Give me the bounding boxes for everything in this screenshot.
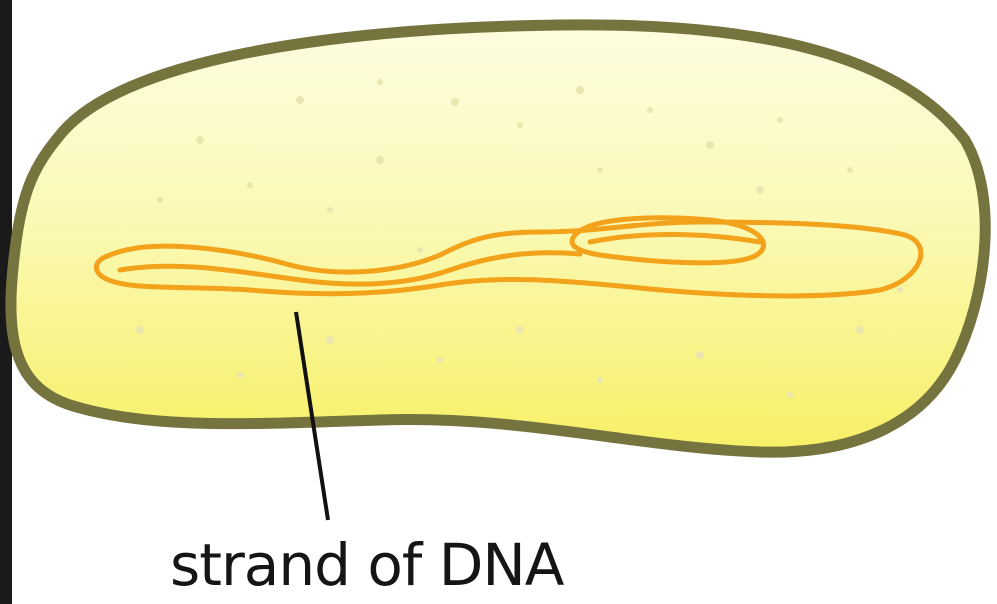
- cell-membrane: [11, 25, 985, 452]
- dna-label: strand of DNA: [170, 530, 563, 600]
